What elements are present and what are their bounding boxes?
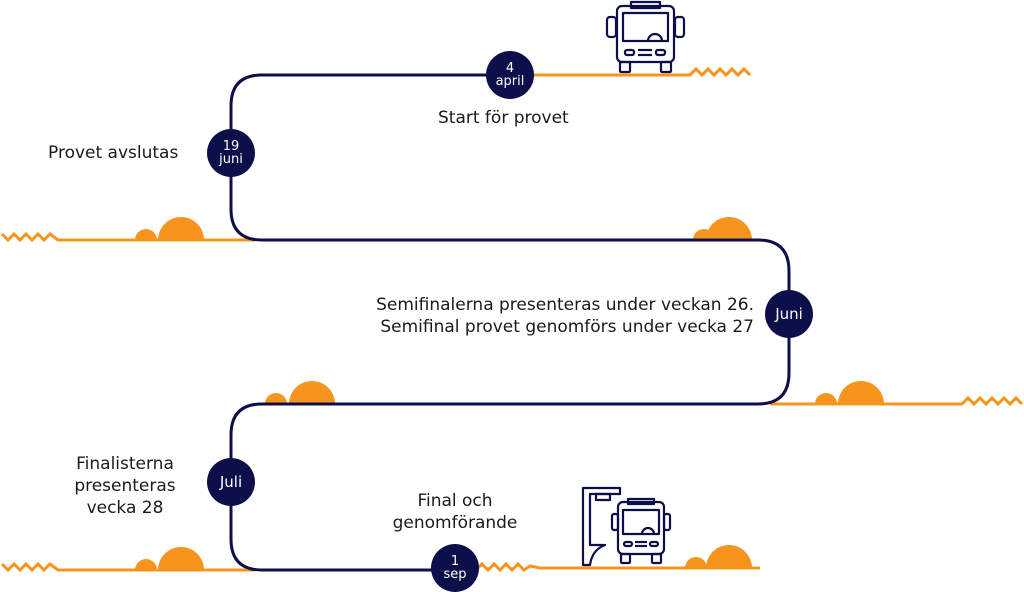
bush <box>158 217 204 240</box>
ground-lines <box>0 66 1024 573</box>
ground-line-3 <box>770 395 1024 407</box>
bus-icon <box>605 0 686 74</box>
bush <box>158 547 204 570</box>
bus-stop-icon <box>581 486 622 567</box>
label-line: Final och <box>417 491 493 511</box>
label-line: Semifinal provet genomförs under vecka 2… <box>380 317 754 337</box>
label-line: Semifinalerna presenteras under veckan 2… <box>376 295 754 315</box>
ground-line-4 <box>0 561 255 573</box>
ground-line-2 <box>0 231 255 243</box>
milestone-label-final: Final och genomförande <box>380 490 530 534</box>
bush <box>135 229 157 240</box>
node-date-top: 4 <box>505 61 515 76</box>
node-date-bottom: sep <box>443 567 467 582</box>
bush <box>135 559 157 570</box>
node-date-top: 1 <box>450 554 460 569</box>
label-line: presenteras <box>74 476 176 496</box>
bush <box>815 393 837 404</box>
bush <box>706 217 752 240</box>
bush <box>265 393 287 404</box>
milestone-node-end-test: 19 juni <box>207 129 255 177</box>
milestone-node-finalists: Juli <box>207 458 255 506</box>
milestone-node-start: 4 april <box>486 51 534 99</box>
bush <box>838 381 884 404</box>
ground-line-1 <box>510 66 752 78</box>
label-line: vecka 28 <box>86 498 164 518</box>
node-date-top: Juli <box>219 472 243 491</box>
bush <box>289 381 335 404</box>
milestone-label-end-test: Provet avslutas <box>48 143 179 163</box>
node-date-bottom: juni <box>219 152 243 167</box>
bus-icon <box>610 497 672 565</box>
node-date-bottom: april <box>495 74 525 89</box>
milestone-node-final: 1 sep <box>431 544 479 592</box>
milestone-label-semifinal: Semifinalerna presenteras under veckan 2… <box>340 294 754 338</box>
label-line: Finalisterna <box>76 454 174 474</box>
node-date-top: Juni <box>775 304 803 323</box>
node-date-top: 19 <box>222 139 240 154</box>
bushes <box>135 217 884 570</box>
bush <box>685 557 707 568</box>
label-line: genomförande <box>392 513 518 533</box>
milestone-node-semifinal: Juni <box>765 290 813 338</box>
milestone-label-finalists: Finalisterna presenteras vecka 28 <box>60 453 190 519</box>
milestone-label-start: Start för provet <box>438 108 569 128</box>
ground-line-5 <box>474 561 760 573</box>
bush <box>706 545 752 568</box>
